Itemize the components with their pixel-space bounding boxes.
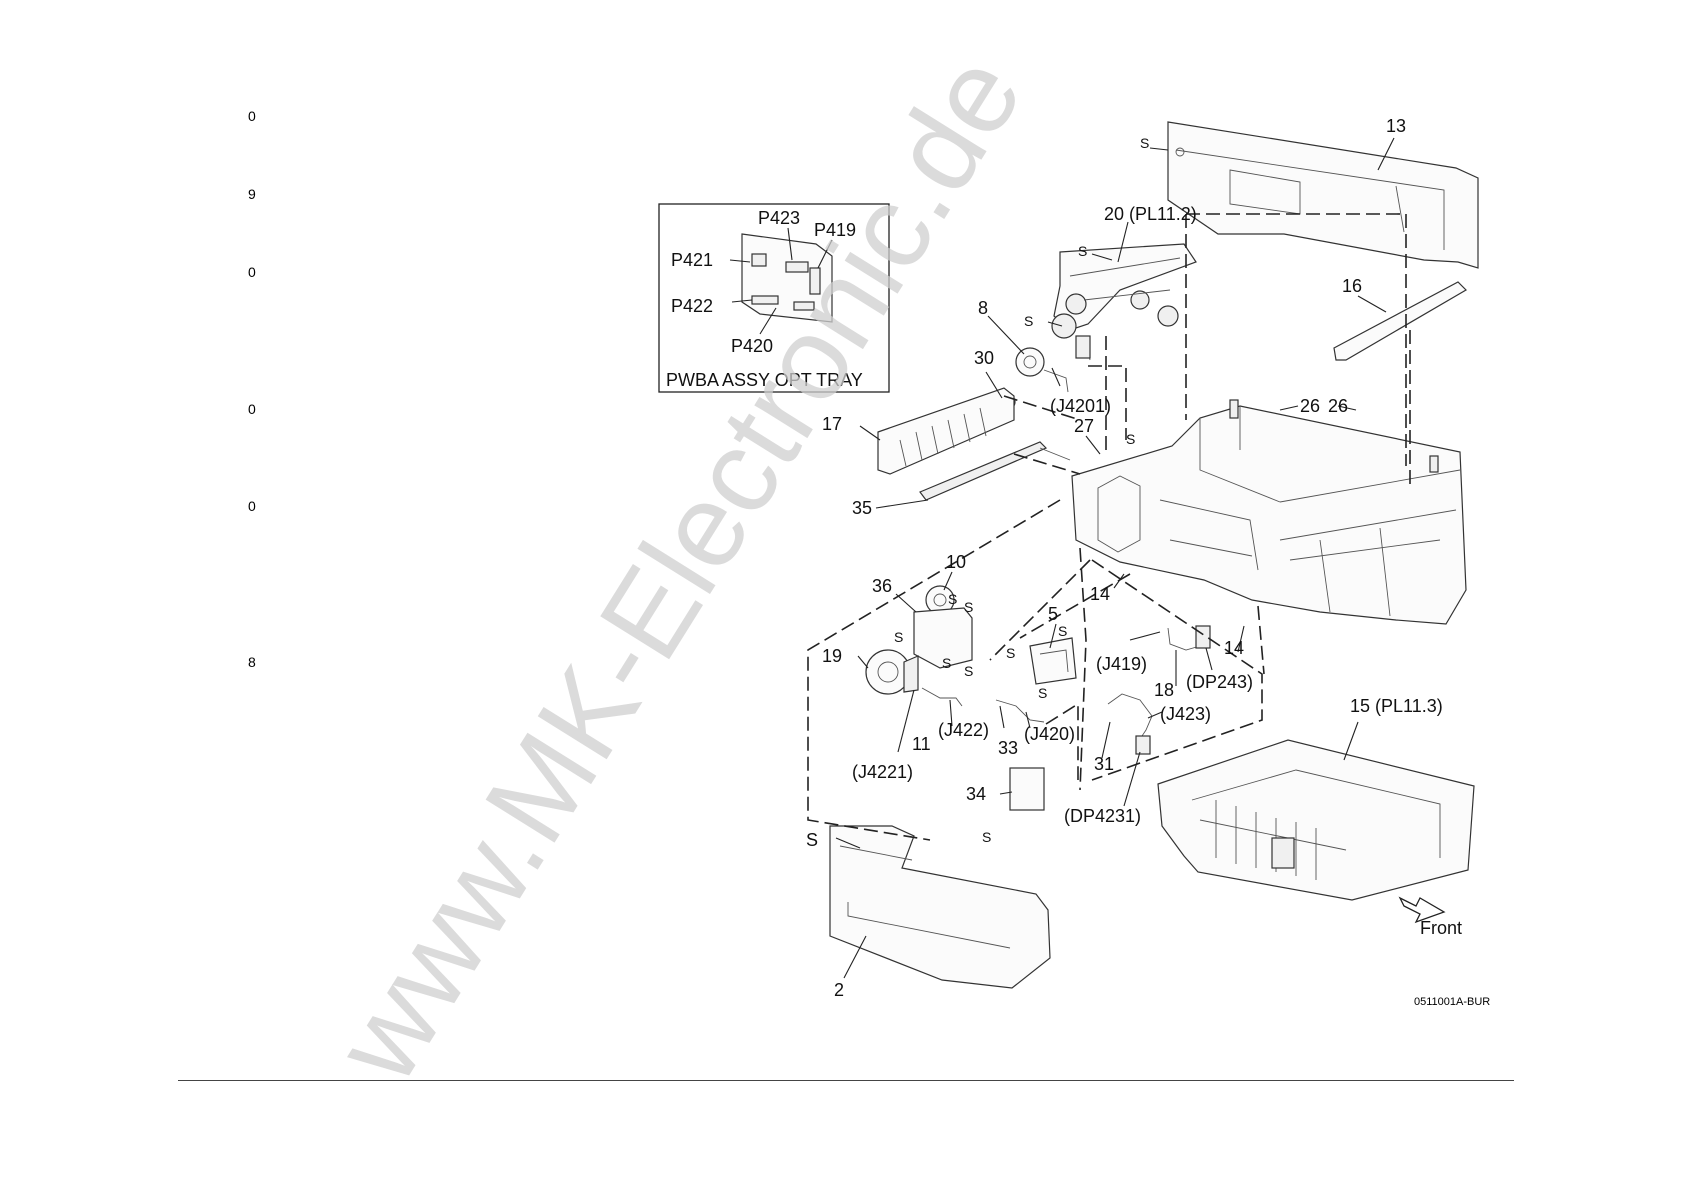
callout-16: 16 — [1342, 276, 1362, 296]
callout-dp243: (DP243) — [1186, 672, 1253, 692]
callout-13: 13 — [1386, 116, 1406, 136]
connector-label: P422 — [671, 296, 713, 316]
callout-35: 35 — [852, 498, 872, 518]
callout-5: 5 — [1048, 604, 1058, 624]
callout-j4221: (J4221) — [852, 762, 913, 782]
screw-label: S — [894, 629, 903, 645]
front-label: Front — [1420, 918, 1462, 938]
screw-label: S — [1126, 431, 1135, 447]
callout-j4201: (J4201) — [1050, 396, 1111, 416]
callout-26a: 26 — [1300, 396, 1320, 416]
screw-label: S — [948, 591, 957, 607]
feed-assembly-part — [1052, 244, 1196, 360]
screw-label: S — [1140, 135, 1149, 151]
front-cover-part — [830, 826, 1050, 988]
screw-label: S — [1024, 313, 1033, 329]
screw-label: S — [942, 655, 951, 671]
screw-label: S — [964, 663, 973, 679]
callout-j420: (J420) — [1024, 724, 1075, 744]
callout-dp4231: (DP4231) — [1064, 806, 1141, 826]
screw-label: S — [806, 830, 818, 850]
connector-label: P423 — [758, 208, 800, 228]
callout-19: 19 — [822, 646, 842, 666]
callout-10: 10 — [946, 552, 966, 572]
callout-j423: (J423) — [1160, 704, 1211, 724]
callout-2: 2 — [834, 980, 844, 1000]
screw-label: S — [982, 829, 991, 845]
callout-j419: (J419) — [1096, 654, 1147, 674]
screw-label: S — [964, 599, 973, 615]
callout-31: 31 — [1094, 754, 1114, 774]
callout-33: 33 — [998, 738, 1018, 758]
reference-code: 0511001A-BUR — [1414, 996, 1490, 1008]
callout-30: 30 — [974, 348, 994, 368]
top-cover-part — [1168, 122, 1478, 268]
callout-36: 36 — [872, 576, 892, 596]
callout-20: 20 (PL11.2) — [1104, 204, 1197, 224]
callout-14a: 14 — [1090, 584, 1110, 604]
callout-15: 15 (PL11.3) — [1350, 696, 1443, 716]
paper-tray-part — [1158, 740, 1474, 900]
screw-label: S — [1006, 645, 1015, 661]
screw-label: S — [1058, 623, 1067, 639]
side-guide-part — [878, 388, 1070, 500]
screw-label: S — [1078, 243, 1087, 259]
callout-18: 18 — [1154, 680, 1174, 700]
callout-8: 8 — [978, 298, 988, 318]
callout-34: 34 — [966, 784, 986, 804]
footer-rule — [178, 1080, 1514, 1081]
callout-26b: 26 — [1328, 396, 1348, 416]
callout-11: 11 — [912, 734, 931, 754]
callout-27: 27 — [1074, 416, 1094, 436]
screw-label: S — [1038, 685, 1047, 701]
callout-14b: 14 — [1224, 638, 1244, 658]
connector-label: P421 — [671, 250, 713, 270]
callout-j422: (J422) — [938, 720, 989, 740]
